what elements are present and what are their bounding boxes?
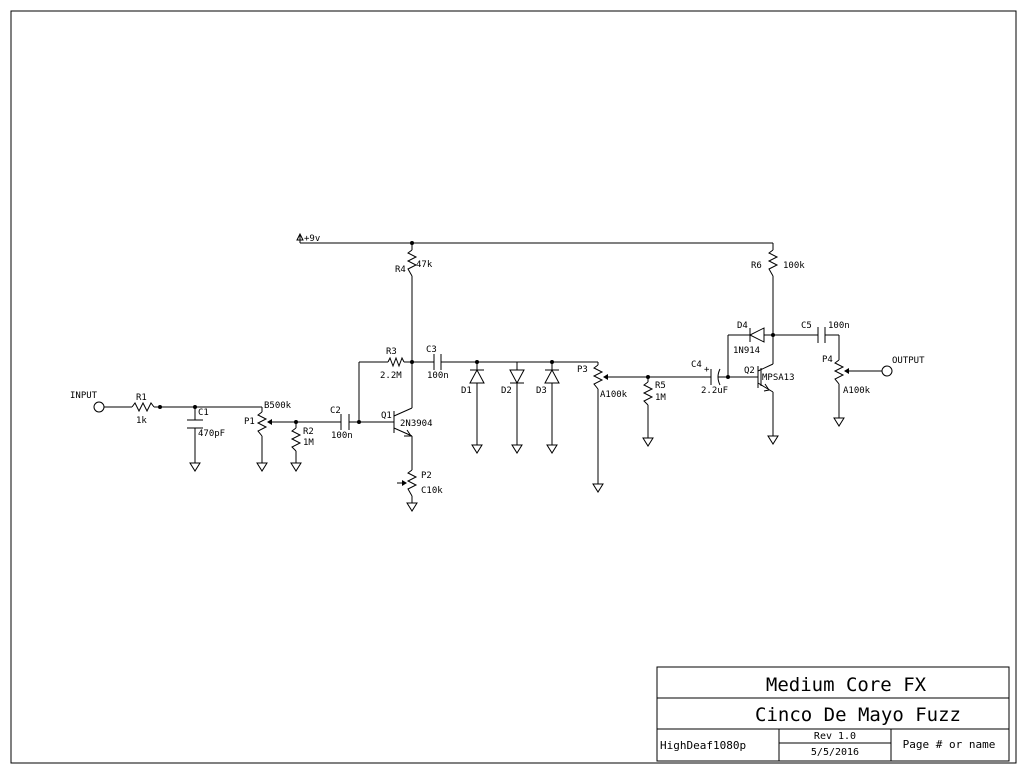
r3-ref: R3 [386,347,397,357]
potentiometer-p2-icon [397,469,418,497]
capacitor-c3-icon [433,354,442,370]
output-label: OUTPUT [892,356,925,366]
c5-value: 100n [828,321,850,331]
junction-dots [158,241,775,424]
diode-d2-icon [509,369,525,385]
date-label: 5/5/2016 [811,747,859,758]
r3-value: 2.2M [380,371,402,381]
d3-ref: D3 [536,386,547,396]
output-jack-icon [881,365,893,377]
capacitor-c5-icon [817,327,826,343]
resistor-r6-icon [767,249,779,277]
p3-value: A100k [600,390,628,400]
q2-value: MPSA13 [762,373,795,383]
resistor-r1-icon [131,401,155,413]
r6-ref: R6 [751,261,762,271]
revision-label: Rev 1.0 [814,731,856,742]
capacitor-c1-icon [187,419,203,429]
p1-value: B500k [264,401,292,411]
r1-ref: R1 [136,393,147,403]
r2-ref: R2 [303,427,314,437]
c1-ref: C1 [198,408,209,418]
q1-value: 2N3904 [400,419,433,429]
q2-ref: Q2 [744,366,755,376]
c2-value: 100n [331,431,353,441]
c4-value: 2.2uF [701,386,728,396]
resistor-r2-icon [290,427,302,452]
ground-icons [189,417,845,512]
c3-ref: C3 [426,345,437,355]
c5-ref: C5 [801,321,812,331]
resistor-r3-icon [387,356,405,368]
input-label: INPUT [70,391,98,401]
resistor-r5-icon [642,381,654,406]
c3-value: 100n [427,371,449,381]
transistor-q2-icon [757,363,774,393]
p2-value: C10k [421,486,443,496]
title-block: Medium Core FX Cinco De Mayo Fuzz HighDe… [656,666,1010,762]
d2-ref: D2 [501,386,512,396]
p1-ref: P1 [244,417,255,427]
q1-ref: Q1 [381,411,392,421]
page-label: Page # or name [903,738,996,751]
author-name: HighDeaf1080p [660,739,746,752]
diode-d4-icon [748,327,765,343]
diode-d1-icon [469,368,485,384]
c2-ref: C2 [330,406,341,416]
d4-ref: D4 [737,321,748,331]
r5-value: 1M [655,393,666,403]
r1-value: 1k [136,416,147,426]
capacitor-c4-icon: + [704,365,721,386]
r2-value: 1M [303,438,314,448]
capacitor-c2-icon [340,414,350,430]
project-name: Cinco De Mayo Fuzz [755,704,961,726]
d4-value: 1N914 [733,346,760,356]
potentiometer-p1-icon [256,411,275,437]
p3-ref: P3 [577,365,588,375]
r6-value: 100k [783,261,805,271]
power-label: +9v [304,234,320,244]
p4-value: A100k [843,386,871,396]
r4-value: 47k [416,260,433,270]
r4-ref: R4 [395,265,406,275]
resistor-r4-icon [406,249,418,277]
d1-ref: D1 [461,386,472,396]
r5-ref: R5 [655,381,666,391]
c4-ref: C4 [691,360,702,370]
potentiometer-p3-icon [592,364,608,390]
c1-value: 470pF [198,429,225,439]
power-flag: +9v [296,232,320,244]
wires [104,242,882,503]
p2-ref: P2 [421,471,432,481]
potentiometer-p4-icon [833,359,849,385]
input-jack-icon [93,401,105,413]
sheet-border [10,10,1017,764]
svg-text:+: + [704,365,710,375]
p4-ref: P4 [822,355,833,365]
company-name: Medium Core FX [766,674,927,696]
transistor-q1-icon [392,407,413,437]
diode-d3-icon [544,368,560,384]
